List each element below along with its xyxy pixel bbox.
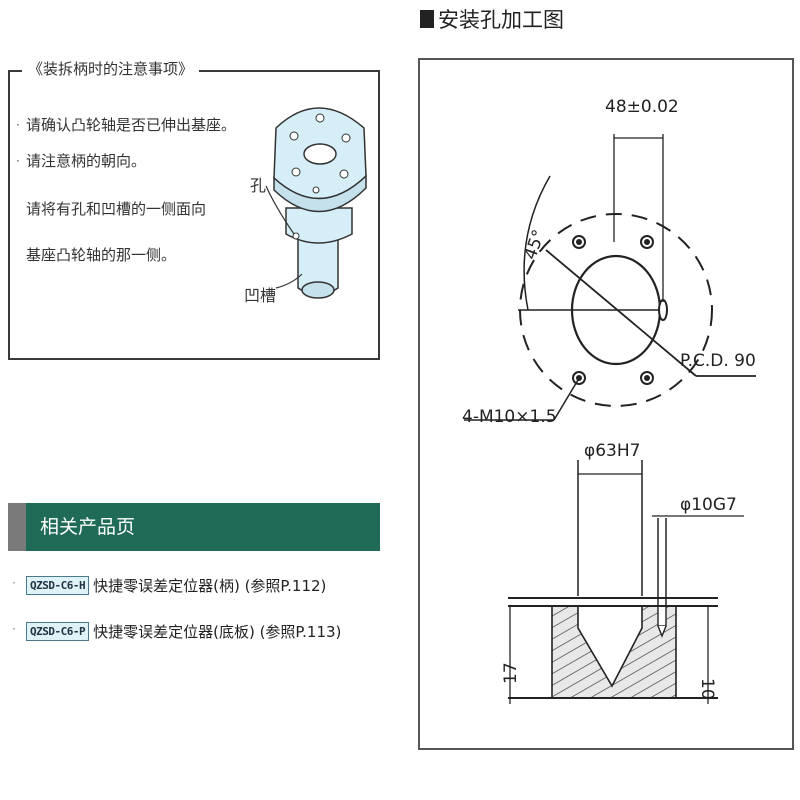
dim-pin: φ10G7 xyxy=(680,495,737,515)
note-line-2: 请注意柄的朝向。 xyxy=(26,152,147,170)
top-view: 48±0.02 45° P.C.D. 90 4-M10×1.5 xyxy=(462,97,756,427)
dim-depth-right: 10 xyxy=(697,678,717,700)
install-title: 安装孔加工图 xyxy=(438,8,564,32)
dim-depth-left: 17 xyxy=(501,662,521,684)
label-hole: 孔 xyxy=(250,176,267,195)
dim-pcd: P.C.D. 90 xyxy=(680,351,756,371)
bullet: · xyxy=(16,154,20,168)
dim-top: 48±0.02 xyxy=(605,97,679,117)
product-link-1[interactable]: · QZSD-C6-H 快捷零误差定位器(柄) (参照P.112) xyxy=(12,574,326,596)
bullet: · xyxy=(12,576,16,590)
note-line-4: 基座凸轮轴的那一侧。 xyxy=(26,246,177,264)
dim-bore: φ63H7 xyxy=(584,441,640,461)
notes-title: 《装拆柄时的注意事项》 xyxy=(22,58,200,79)
title-square-icon xyxy=(420,10,434,28)
bullet: · xyxy=(16,118,20,132)
bullet: · xyxy=(12,622,16,636)
note-line-1: 请确认凸轮轴是否已伸出基座。 xyxy=(26,116,237,134)
handle-illustration xyxy=(265,107,367,299)
drawing-frame xyxy=(418,58,794,750)
related-header-bar xyxy=(8,503,380,551)
product-link-2[interactable]: · QZSD-C6-P 快捷零误差定位器(底板) (参照P.113) xyxy=(12,620,341,642)
product-code[interactable]: QZSD-C6-H xyxy=(26,575,90,595)
related-title: 相关产品页 xyxy=(40,516,136,538)
note-line-3: 请将有孔和凹槽的一侧面向 xyxy=(26,200,207,218)
product-text: 快捷零误差定位器(底板) (参照P.113) xyxy=(93,622,342,641)
dim-thread: 4-M10×1.5 xyxy=(462,407,557,427)
label-groove: 凹槽 xyxy=(244,286,277,305)
related-header-accent xyxy=(8,503,26,551)
install-title-row: 安装孔加工图 xyxy=(420,4,564,34)
section-view: φ63H7 φ10G7 17 10 xyxy=(501,441,744,704)
dim-angle: 45° xyxy=(521,227,550,262)
bolt-holes xyxy=(572,235,654,385)
product-code[interactable]: QZSD-C6-P xyxy=(26,621,90,641)
product-text: 快捷零误差定位器(柄) (参照P.112) xyxy=(93,576,327,595)
install-hole-drawing: 48±0.02 45° P.C.D. 90 4-M10×1.5 φ63H7 φ1… xyxy=(462,97,756,704)
